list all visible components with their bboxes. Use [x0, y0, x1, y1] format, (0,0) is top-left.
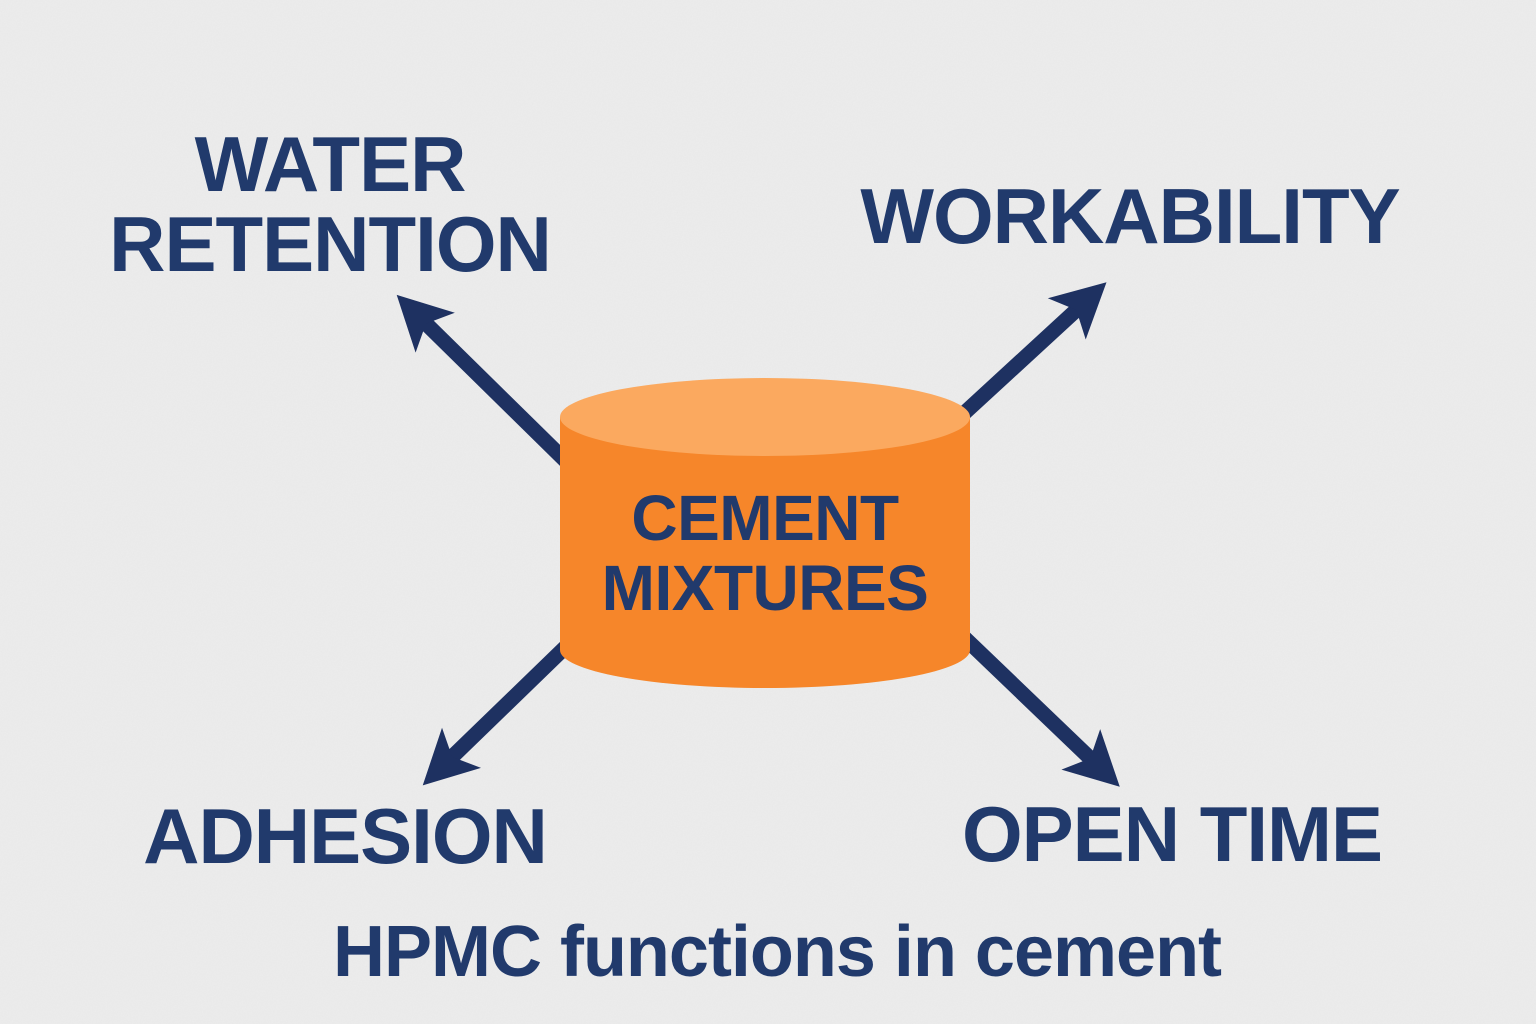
arrow-open-time-head-icon [1061, 729, 1120, 787]
node-label-water-retention: WATER RETENTION [109, 120, 552, 288]
arrow-adhesion-head-icon [422, 727, 481, 786]
cylinder-bottom [560, 612, 970, 688]
arrow-adhesion [422, 627, 586, 786]
diagram-caption: HPMC functions in cement [332, 912, 1222, 992]
cement-cylinder-icon [560, 378, 970, 688]
arrow-water-retention-shaft [419, 317, 586, 481]
arrow-water-retention-head-icon [396, 294, 455, 353]
arrow-workability-head-icon [1047, 282, 1107, 340]
node-label-adhesion: ADHESION [143, 792, 548, 880]
arrow-adhesion-shaft [446, 627, 586, 763]
node-label-open-time: OPEN TIME [961, 790, 1383, 878]
node-label-workability: WORKABILITY [860, 172, 1400, 260]
arrow-open-time [942, 616, 1120, 787]
center-node-label: CEMENT MIXTURES [601, 482, 929, 624]
arrow-water-retention [396, 294, 586, 481]
arrow-open-time-shaft [942, 616, 1097, 765]
cylinder-top [560, 378, 970, 456]
